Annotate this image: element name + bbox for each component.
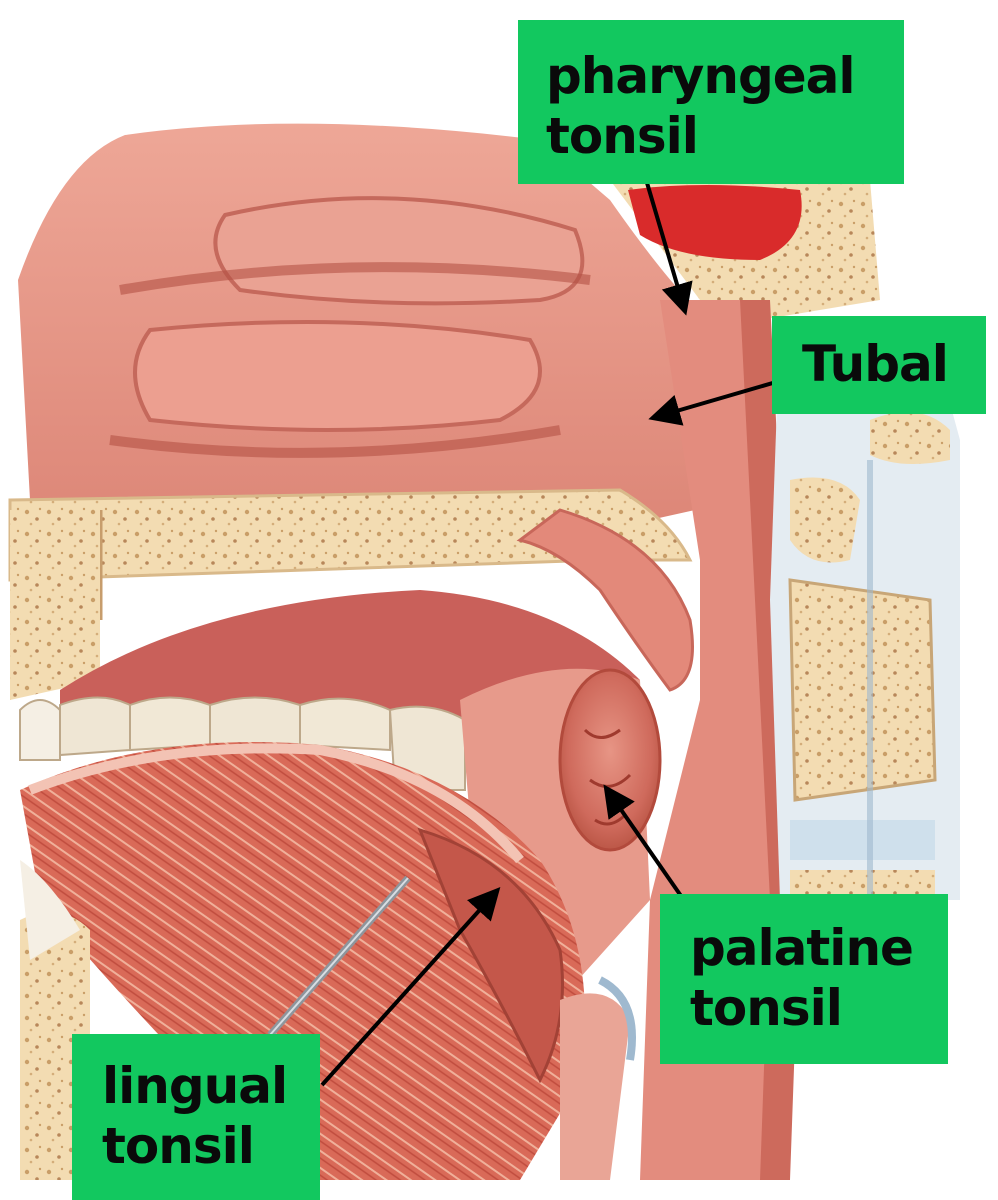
tubal-tonsil-label: Tubal — [772, 316, 986, 414]
teeth — [19, 696, 466, 791]
hard-palate — [8, 488, 693, 582]
pharyngeal-label-line2: tonsil — [546, 107, 699, 165]
palatine-label-line2: tonsil — [690, 979, 843, 1037]
tubal-label-line1: Tubal — [802, 335, 949, 393]
lingual-label-line1: lingual — [102, 1057, 288, 1115]
lingual-label-line2: tonsil — [102, 1117, 255, 1175]
palatine-label-line1: palatine — [690, 919, 914, 977]
palatine-tonsil-label: palatine tonsil — [660, 894, 948, 1064]
pharyngeal-label-line1: pharyngeal — [546, 47, 856, 105]
middle-concha — [213, 196, 585, 306]
pharyngeal-tonsil-label: pharyngeal tonsil — [518, 20, 904, 184]
lingual-tonsil-label: lingual tonsil — [72, 1034, 320, 1200]
inferior-concha — [133, 320, 542, 432]
soft-palate — [516, 508, 694, 692]
